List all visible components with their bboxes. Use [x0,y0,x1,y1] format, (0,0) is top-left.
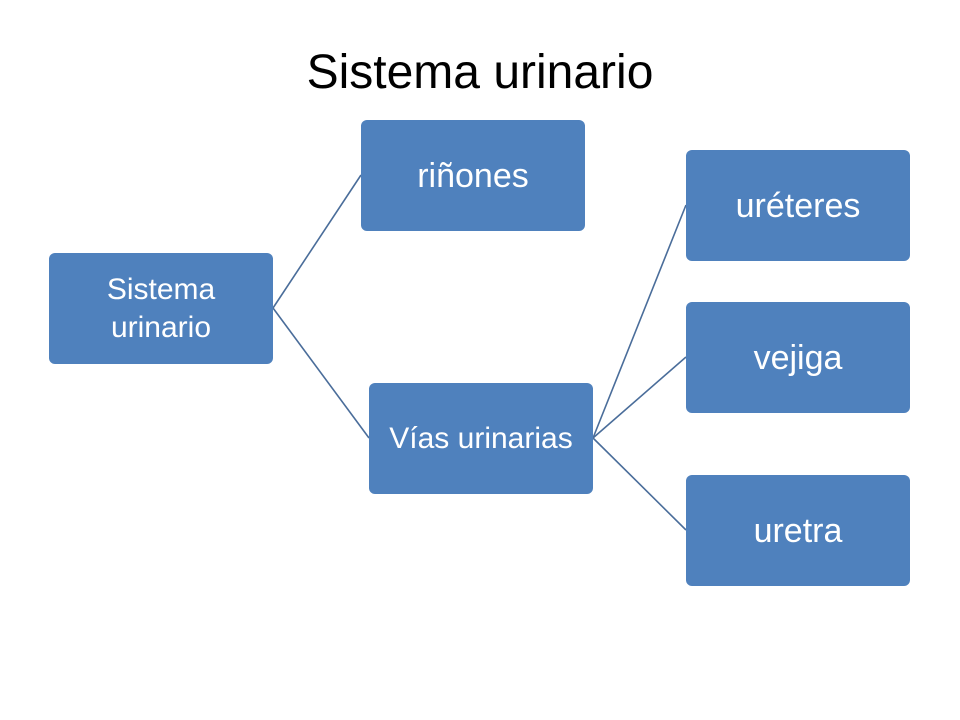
node-rinones[interactable]: riñones [361,120,585,231]
connector-vias-to-vejiga [592,356,687,439]
node-label: Sistema urinario [106,272,216,344]
node-label: Vías urinarias [389,421,573,455]
node-ureteres[interactable]: uréteres [686,150,910,261]
node-label: uretra [753,511,843,550]
node-sistema-urinario[interactable]: Sistema urinario [49,253,273,364]
node-label: riñones [417,156,529,195]
node-label: vejiga [753,338,843,377]
connector-root-to-vias [272,307,370,439]
slide-title: Sistema urinario [306,46,654,99]
node-uretra[interactable]: uretra [686,475,910,586]
node-vias-urinarias[interactable]: Vías urinarias [369,383,593,494]
connector-root-to-kidneys [272,174,362,309]
node-label: uréteres [735,186,861,225]
connector-vias-to-ureteres [592,204,687,439]
node-vejiga[interactable]: vejiga [686,302,910,413]
connector-vias-to-uretra [592,437,687,531]
